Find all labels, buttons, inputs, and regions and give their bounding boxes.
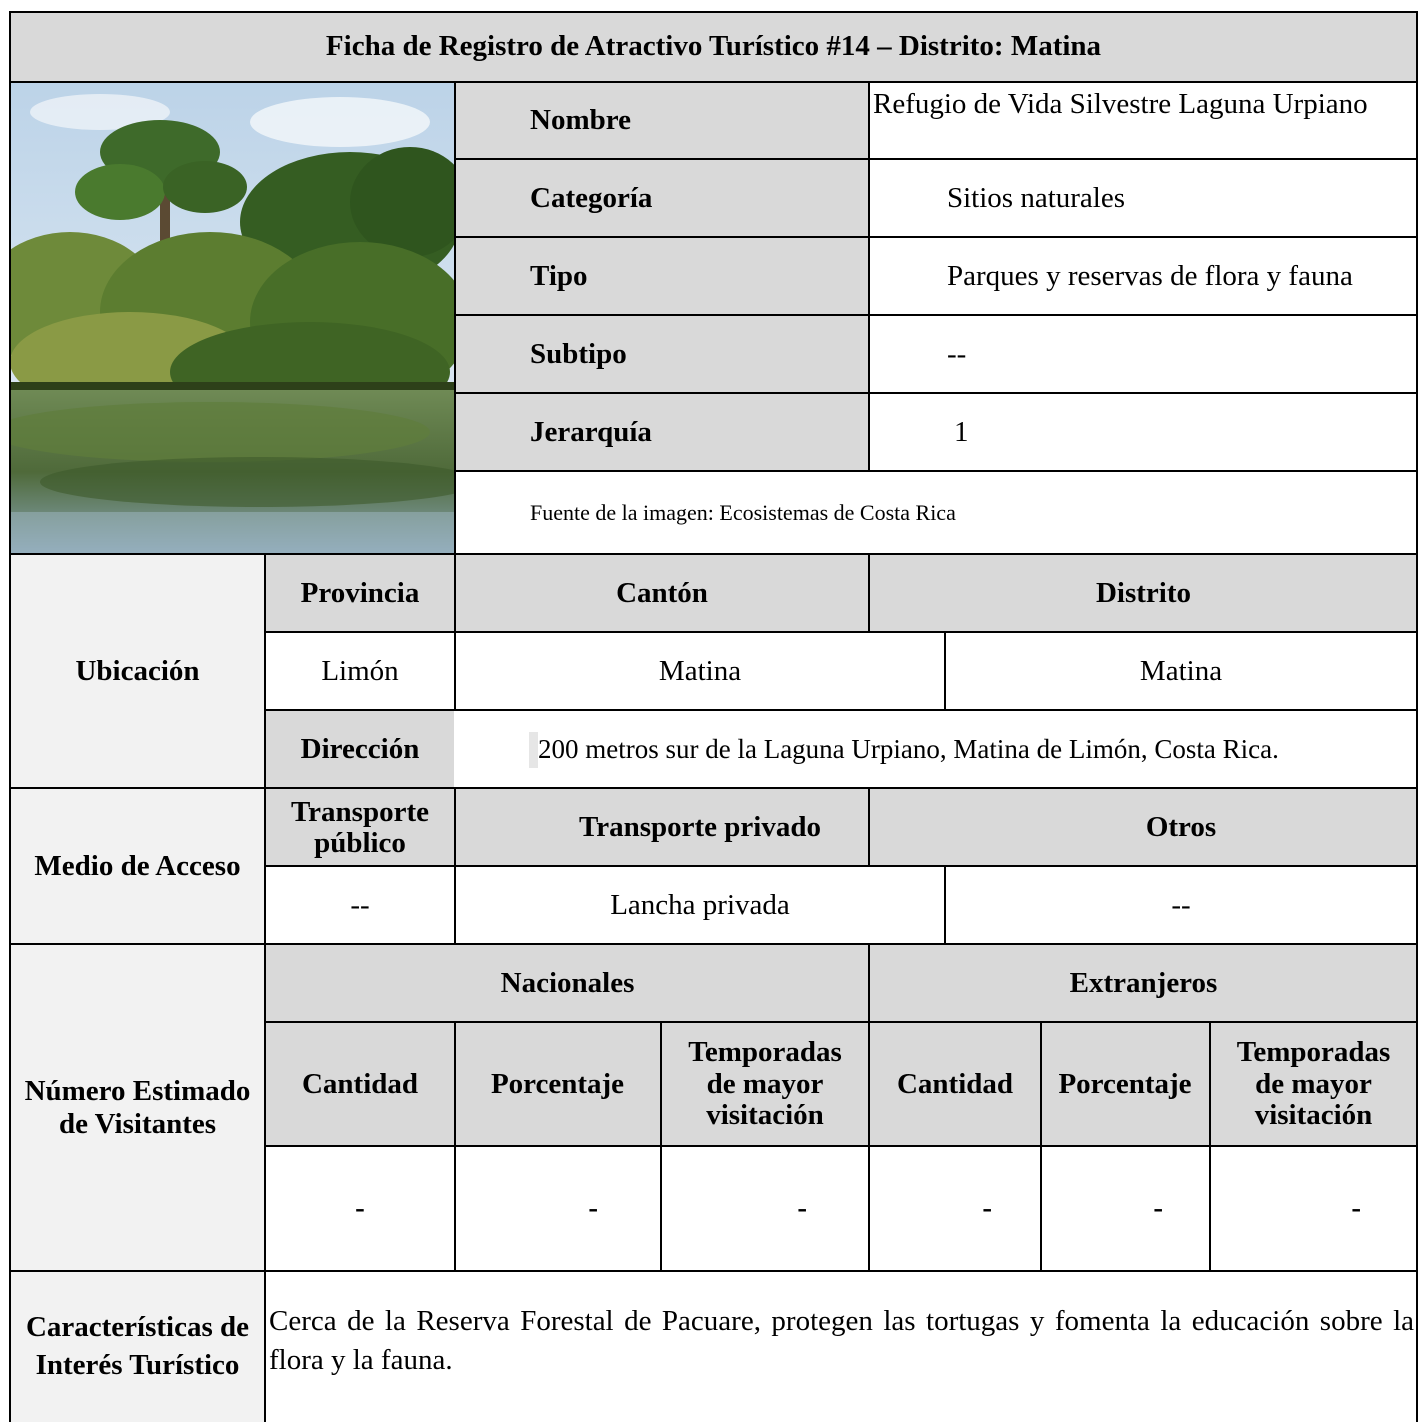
- subtipo-label: Subtipo: [455, 316, 869, 393]
- form-title-text: Ficha de Registro de Atractivo Turístico…: [325, 30, 1102, 63]
- extranjeros-header: Extranjeros: [870, 945, 1417, 1022]
- ext-cantidad-header: Cantidad: [870, 1023, 1040, 1146]
- jerarquia-label: Jerarquía: [455, 394, 869, 471]
- caracteristicas-text: Cerca de la Reserva Forestal de Pacuare,…: [269, 1304, 1414, 1376]
- transporte-privado-value: Lancha privada: [610, 888, 790, 921]
- direccion-label: Dirección: [266, 711, 454, 788]
- ext-temporadas-header: Temporadas de mayor visitación: [1210, 1023, 1417, 1146]
- ext-porcentaje-value: -: [1153, 1192, 1163, 1225]
- nac-temporadas-header: Temporadas de mayor visitación: [661, 1023, 869, 1146]
- distrito-value: Matina: [1139, 654, 1223, 687]
- image-source-caption: Fuente de la imagen: Ecosistemas de Cost…: [530, 500, 956, 526]
- ext-porcentaje-header: Porcentaje: [1041, 1023, 1209, 1146]
- nombre-label: Nombre: [455, 82, 869, 159]
- form-title: Ficha de Registro de Atractivo Turístico…: [10, 12, 1417, 82]
- nac-cantidad-header: Cantidad: [266, 1023, 454, 1146]
- direccion-text: 200 metros sur de la Laguna Urpiano, Mat…: [538, 733, 1279, 764]
- visitantes-label: Número Estimado de Visitantes: [10, 945, 265, 1271]
- transporte-publico-value: --: [350, 888, 370, 921]
- nac-porcentaje-header: Porcentaje: [455, 1023, 660, 1146]
- caracteristicas-label: Características de Interés Turístico: [10, 1272, 265, 1422]
- jerarquia-value: 1: [954, 415, 969, 448]
- canton-value: Matina: [658, 654, 742, 687]
- otros-header: Otros: [945, 789, 1417, 866]
- otros-value: --: [1171, 888, 1191, 921]
- distrito-header: Distrito: [870, 555, 1417, 632]
- transporte-publico-header: Transporte público: [266, 789, 454, 866]
- canton-header: Cantón: [455, 555, 869, 632]
- categoria-label: Categoría: [455, 160, 869, 237]
- ext-temporadas-value: -: [1351, 1192, 1361, 1225]
- categoria-value: Sitios naturales: [947, 181, 1126, 214]
- ubicacion-label: Ubicación: [10, 555, 265, 788]
- nac-temporadas-value: -: [797, 1192, 807, 1225]
- direccion-value: 200 metros sur de la Laguna Urpiano, Mat…: [455, 711, 1417, 788]
- tipo-value: Parques y reservas de flora y fauna: [947, 259, 1353, 292]
- transporte-privado-header: Transporte privado: [455, 789, 945, 866]
- cursor-marker: [529, 731, 538, 768]
- ext-cantidad-value: -: [982, 1192, 992, 1225]
- acceso-label: Medio de Acceso: [10, 789, 265, 944]
- nac-cantidad-value: -: [355, 1192, 365, 1225]
- provincia-value: Limón: [321, 654, 399, 687]
- nac-porcentaje-value: -: [588, 1192, 598, 1225]
- subtipo-value: --: [947, 337, 967, 370]
- tipo-label: Tipo: [455, 238, 869, 315]
- provincia-header: Provincia: [266, 555, 454, 632]
- rainforest-lagoon-photo: [10, 82, 454, 554]
- nombre-value: Refugio de Vida Silvestre Laguna Urpiano: [873, 88, 1368, 120]
- nacionales-header: Nacionales: [266, 945, 869, 1022]
